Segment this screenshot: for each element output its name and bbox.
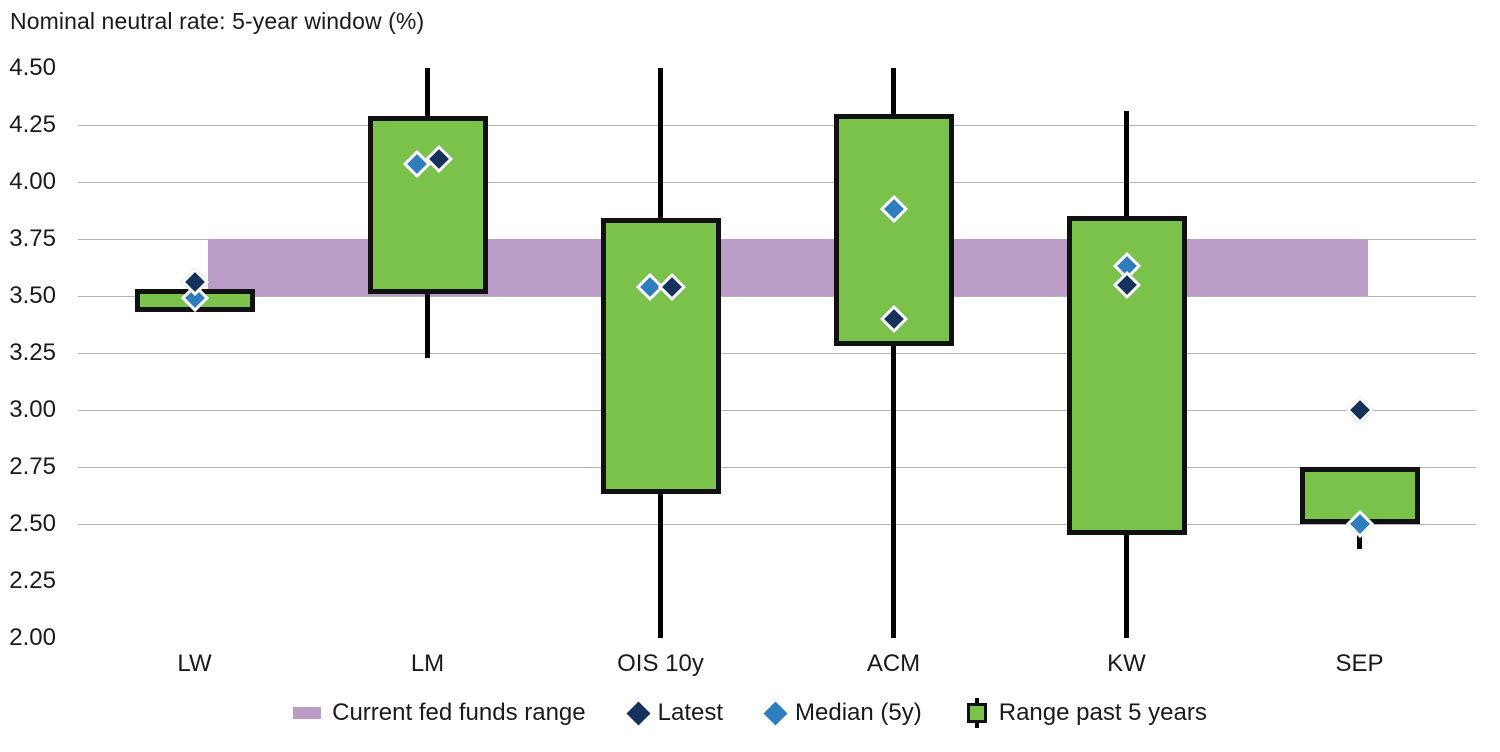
gridline	[78, 410, 1476, 411]
x-tick-label-ois-10y: OIS 10y	[617, 650, 704, 677]
y-tick-label: 3.50	[9, 282, 56, 309]
box-group-acm[interactable]: ACM	[833, 68, 954, 677]
range-box[interactable]	[367, 115, 488, 294]
y-tick-label: 2.25	[9, 567, 56, 594]
box-group-lm[interactable]: LM	[367, 68, 488, 677]
box-group-sep[interactable]: SEP	[1299, 68, 1420, 677]
y-tick-label: 2.00	[9, 624, 56, 651]
legend-item-range-past-5-years[interactable]: Range past 5 years	[966, 698, 1207, 728]
legend-item-latest[interactable]: Latest	[626, 699, 724, 727]
y-tick-label: 4.50	[9, 54, 56, 81]
band-swatch	[293, 707, 322, 719]
x-tick-label-sep: SEP	[1335, 650, 1384, 677]
gridline	[78, 524, 1476, 525]
box-group-ois-10y[interactable]: OIS 10y	[600, 68, 721, 677]
gridline	[78, 353, 1476, 354]
y-tick-label: 4.25	[9, 111, 56, 138]
y-tick-label: 3.25	[9, 339, 56, 366]
y-tick-label: 2.50	[9, 510, 56, 537]
x-tick-label-lw: LW	[177, 650, 212, 677]
legend-label: Current fed funds range	[332, 699, 586, 726]
y-tick-label: 2.75	[9, 453, 56, 480]
gridline	[78, 467, 1476, 468]
box-group-lw[interactable]: LW	[134, 68, 255, 677]
latest-marker	[1345, 395, 1374, 425]
box-group-kw[interactable]: KW	[1066, 68, 1187, 677]
page-title: Nominal neutral rate: 5-year window (%)	[10, 8, 425, 34]
box-swatch-icon	[966, 698, 988, 728]
legend-item-median-5y[interactable]: Median (5y)	[763, 699, 922, 727]
diamond-navy-icon	[626, 700, 651, 726]
gridline	[78, 125, 1476, 126]
legend-item-current-fed-funds-range[interactable]: Current fed funds range	[293, 699, 586, 727]
legend-label: Median (5y)	[795, 699, 922, 726]
y-tick-label: 4.00	[9, 168, 56, 195]
x-tick-label-acm: ACM	[866, 650, 921, 677]
legend-label: Range past 5 years	[998, 699, 1207, 726]
x-tick-label-kw: KW	[1107, 650, 1146, 677]
x-tick-label-lm: LM	[410, 650, 445, 677]
gridline	[78, 296, 1476, 297]
diamond-blue-icon	[763, 700, 788, 726]
y-tick-label: 3.75	[9, 225, 56, 252]
y-tick-label: 3.00	[9, 396, 56, 423]
gridline	[78, 182, 1476, 183]
range-box[interactable]	[600, 218, 721, 495]
range-box[interactable]	[833, 113, 954, 347]
plot-area: 4.50 4.25 4.00 3.75 3.50 3.25 3.00 2.75 2.50 2.25…	[9, 54, 1476, 677]
legend-label: Latest	[657, 699, 724, 726]
chart-legend: Current fed funds range Latest Median (5y)…	[0, 698, 1500, 728]
whisker	[891, 68, 896, 638]
